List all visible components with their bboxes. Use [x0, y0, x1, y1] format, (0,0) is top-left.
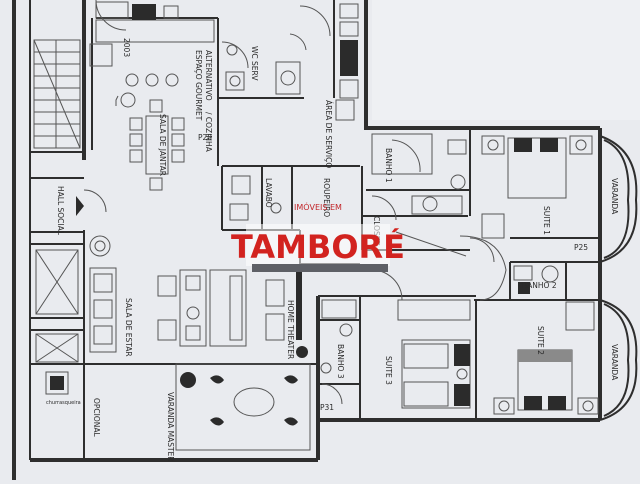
watermark: IMÓVEIS EM TAMBORÉ [231, 201, 405, 272]
varanda-curves [599, 135, 638, 421]
plant-circle [89, 235, 111, 257]
label-p31: P31 [320, 403, 334, 412]
terrace-furniture [45, 363, 311, 451]
bath3-fixtures [320, 299, 357, 405]
watermark-bar [252, 264, 388, 272]
label-p20: P20 [198, 133, 212, 142]
kitchen-fixtures [89, 0, 359, 121]
label-banho-3: BANHO 3 [336, 344, 345, 379]
watermark-small-text: IMÓVEIS EM [294, 201, 342, 212]
label-varanda-master: VARANDA MASTER [166, 392, 175, 461]
label-opcional: OPCIONAL [92, 398, 101, 438]
dining-table [115, 92, 185, 191]
label-banho-1: BANHO 1 [384, 148, 393, 183]
stairs [33, 39, 81, 149]
bath1-fixtures [371, 133, 467, 221]
label-sala-estar: SALA DE ESTAR [124, 298, 133, 357]
label-suite-3: SUITE 3 [384, 356, 393, 385]
living-furniture [89, 175, 308, 358]
inner-walls [29, 0, 598, 461]
suite3-furniture [371, 269, 471, 409]
label-alternativo: ALTERNATIVO [204, 50, 213, 101]
label-suite-2: SUITE 2 [536, 326, 545, 355]
bath2-fixtures [469, 237, 559, 294]
label-cozinha: / COZINHA [204, 112, 213, 153]
hall-door [83, 189, 107, 213]
hall-arrow [76, 196, 84, 216]
label-area-servico: ÁREA DE SERVIÇO [324, 100, 333, 168]
watermark-brand: TAMBORÉ [231, 228, 405, 266]
label-lavabo: LAVABO [264, 178, 273, 208]
label-espaco-gourmet: ESPAÇO GOURMET [194, 50, 203, 121]
label-banho-2: BANHO 2 [522, 281, 557, 290]
hall-curve [459, 235, 507, 301]
label-suite-1: SUITE 1 [542, 206, 551, 235]
label-varanda-bottom: VARANDA [610, 344, 619, 381]
label-varanda-top: VARANDA [610, 178, 619, 215]
label-hall-social: HALL SOCIAL [56, 186, 65, 236]
elevators [35, 249, 79, 363]
suite2-furniture [493, 301, 599, 415]
label-sala-jantar: SALA DE JANTAR [158, 114, 167, 176]
wc-serv-fixtures [221, 33, 307, 95]
label-p25: P25 [574, 243, 588, 252]
label-churrasqueira: churrasqueira [46, 400, 81, 406]
suite1-furniture [481, 135, 593, 239]
label-home-theater: HOME THEATER [286, 300, 295, 359]
room-labels: 2003 ESPAÇO GOURMET ALTERNATIVO / COZINH… [46, 38, 619, 461]
label-wc-serv: WC SERV [250, 46, 259, 81]
label-2003: 2003 [122, 38, 131, 57]
label-rouparia: ROUPEIRO [322, 178, 331, 217]
